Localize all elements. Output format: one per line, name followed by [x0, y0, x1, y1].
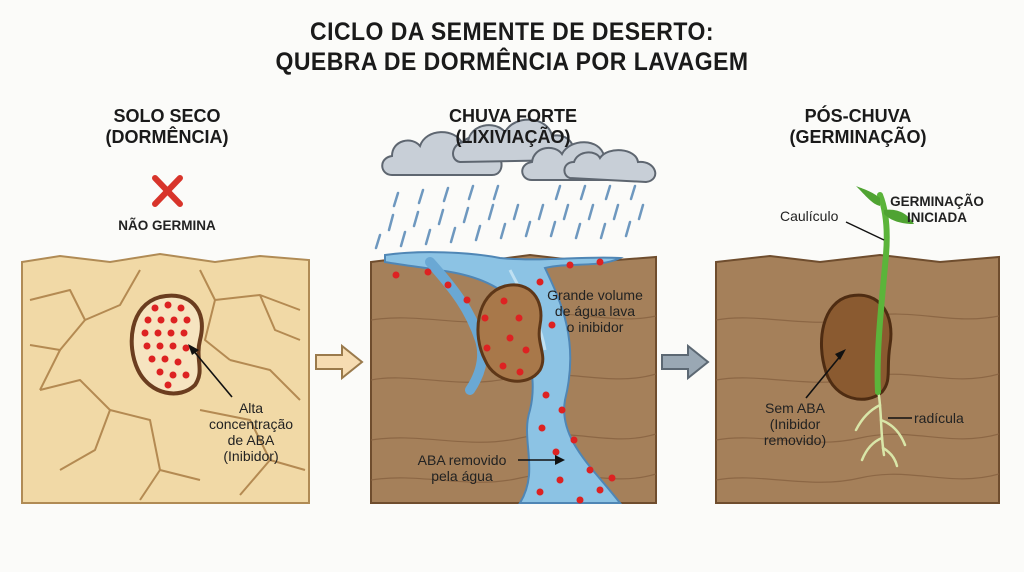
callout-aba-high: Alta concentração de ABA (Inibidor) [196, 400, 306, 464]
callout-aba-removed: ABA removido pela água [402, 452, 522, 484]
callout-no-aba-line3: removido) [763, 432, 827, 448]
label-stem: Caulículo [780, 208, 839, 224]
callout-water-washes-line1: Grande volume [547, 287, 643, 303]
panel3-heading-line2: (GERMINAÇÃO) [789, 127, 927, 147]
panel2-heading-line1: CHUVA FORTE [449, 106, 577, 126]
callout-aba-high-line4: (Inibidor) [223, 448, 279, 464]
panel1-heading-line1: SOLO SECO [113, 106, 221, 126]
callout-aba-high-line2: concentração [208, 416, 294, 432]
sprout-stem [856, 186, 914, 395]
callout-no-aba-line2: (Inibidor [769, 416, 821, 432]
label-root: radícula [914, 410, 964, 426]
callout-aba-removed-line2: pela água [431, 468, 493, 484]
callout-line-stem [845, 221, 885, 241]
panel2-heading-line2: (LIXIVIAÇÃO) [455, 127, 571, 147]
status-germination-line1: GERMINAÇÃO [890, 194, 984, 209]
callout-aba-high-line3: de ABA [227, 432, 275, 448]
callout-no-aba-line1: Sem ABA [765, 400, 825, 416]
callout-arrow-panel1 [191, 348, 233, 398]
leaching-seed [476, 283, 545, 383]
right-arrow-icon [315, 343, 364, 381]
main-title-line2: QUEBRA DE DORMÊNCIA POR LAVAGEM [275, 48, 749, 76]
cloud-icon [381, 118, 657, 184]
panel1-heading-line2: (DORMÊNCIA) [105, 127, 229, 147]
aba-inhibitor-dots-panel1 [141, 301, 191, 389]
callout-aba-high-line1: Alta [238, 400, 264, 416]
cross-icon [152, 175, 183, 207]
right-arrow-icon [661, 343, 710, 381]
rain-streaks [374, 184, 645, 250]
panel3-heading: PÓS-CHUVA (GERMINAÇÃO) [738, 106, 978, 148]
panel1-heading: SOLO SECO (DORMÊNCIA) [47, 106, 287, 148]
main-title-line1: CICLO DA SEMENTE DE DESERTO: [310, 18, 714, 46]
aba-inhibitor-dots-panel2 [392, 258, 616, 504]
callout-aba-removed-line1: ABA removido [417, 452, 507, 468]
panel3-heading-line1: PÓS-CHUVA [804, 106, 912, 126]
panel2-heading: CHUVA FORTE (LIXIVIAÇÃO) [393, 106, 633, 148]
callout-water-washes: Grande volume de água lava o inibidor [540, 287, 650, 335]
status-no-germination: NÃO GERMINA [118, 218, 216, 233]
dormant-seed [129, 293, 204, 396]
callout-water-washes-line3: o inibidor [566, 319, 624, 335]
status-germination-line2: INICIADA [907, 210, 967, 225]
status-germination-started: GERMINAÇÃO INICIADA [882, 194, 992, 226]
callout-no-aba: Sem ABA (Inibidor removido) [745, 400, 845, 448]
callout-arrow-panel3 [805, 353, 843, 399]
radicle-root [854, 388, 907, 468]
callout-water-washes-line2: de água lava [554, 303, 636, 319]
